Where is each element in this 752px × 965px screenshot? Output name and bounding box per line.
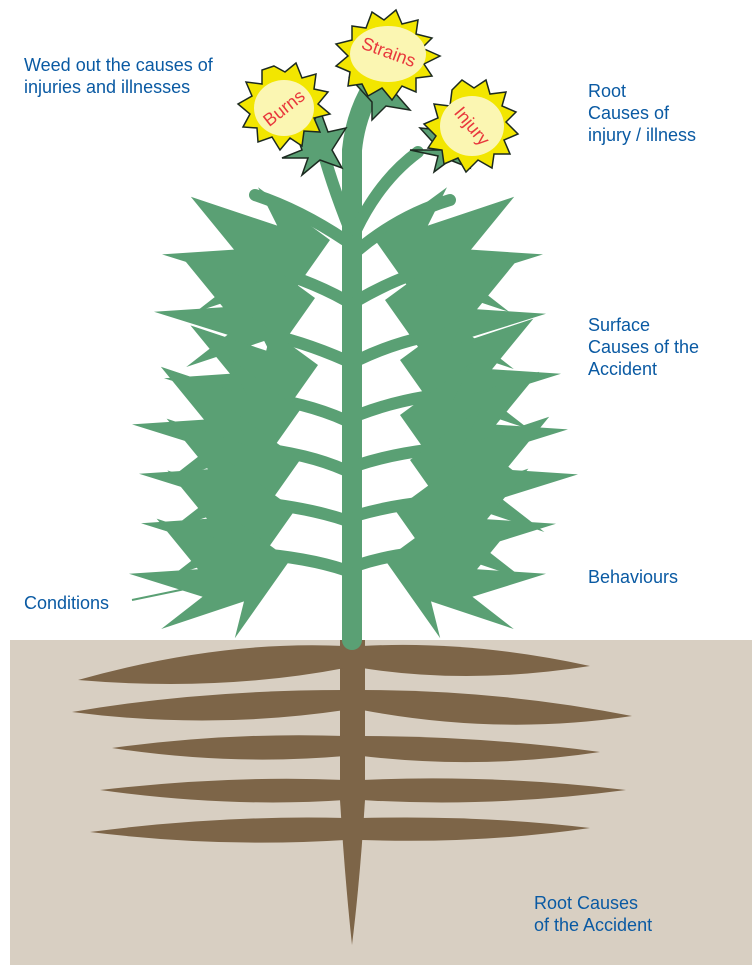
weed-out-label: Weed out the causes of injuries and illn… (24, 54, 213, 98)
surface-causes-label: Surface Causes of the Accident (588, 314, 699, 380)
conditions-pointer (132, 588, 190, 600)
behaviours-label: Behaviours (588, 566, 678, 588)
leaves-left (129, 187, 330, 638)
root-causes-accident-label: Root Causes of the Accident (534, 892, 652, 936)
flower-strains: Strains (336, 10, 440, 100)
conditions-label: Conditions (24, 592, 109, 614)
root-causes-injury-label: Root Causes of injury / illness (588, 80, 696, 146)
leaves-right (375, 187, 578, 638)
